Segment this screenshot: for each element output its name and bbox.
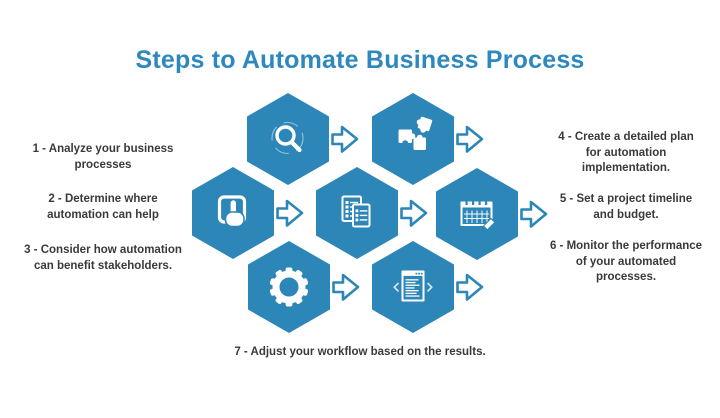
step-5-line-1: 5 - Set a project timeline bbox=[559, 193, 693, 205]
step-1-text: 1 - Analyze your business processes bbox=[18, 142, 188, 173]
step-7-text: 7 - Adjust your workflow based on the re… bbox=[0, 345, 720, 361]
hexagon-step-3 bbox=[192, 167, 304, 259]
step-5-text: 5 - Set a project timeline and budget. bbox=[540, 192, 712, 223]
code-window-icon bbox=[393, 270, 433, 302]
calendar-icon bbox=[460, 200, 496, 231]
step-6-text: 6 - Monitor the performance of your auto… bbox=[540, 239, 712, 286]
step-2-line-2: automation can help bbox=[47, 208, 159, 221]
step-1-line-1: 1 - Analyze your business bbox=[32, 143, 174, 155]
step-1-line-2: processes bbox=[74, 158, 132, 171]
arrow-right-icon bbox=[331, 125, 359, 153]
hexagon-step-5 bbox=[436, 168, 548, 260]
hexagon-step-1 bbox=[247, 93, 359, 185]
hexagon-step-6 bbox=[248, 241, 360, 333]
hexagon-step-4 bbox=[316, 167, 428, 259]
step-3-text: 3 - Consider how automation can benefit … bbox=[18, 243, 188, 274]
step-6-line-2: of your automated bbox=[575, 255, 677, 268]
step-4-line-3: implementation. bbox=[581, 162, 671, 174]
step-5-line-2: and budget. bbox=[593, 208, 659, 221]
step-6-line-1: 6 - Monitor the performance bbox=[549, 240, 703, 252]
step-4-text: 4 - Create a detailed plan for automatio… bbox=[540, 130, 712, 177]
checklist-documents-icon bbox=[341, 195, 371, 228]
page-title: Steps to Automate Business Process bbox=[135, 46, 585, 74]
arrow-right-icon bbox=[456, 273, 484, 301]
step-4-line-1: 4 - Create a detailed plan bbox=[558, 131, 694, 143]
hexagon-step-2 bbox=[372, 93, 484, 185]
arrow-right-icon bbox=[276, 199, 304, 227]
step-2-line-1: 2 - Determine where bbox=[48, 193, 158, 205]
arrow-right-icon bbox=[332, 273, 360, 301]
step-7-line-1: 7 - Adjust your workflow based on the re… bbox=[234, 346, 486, 358]
step-2-text: 2 - Determine where automation can help bbox=[18, 192, 188, 223]
puzzle-icon bbox=[398, 116, 433, 150]
step-3-line-2: can benefit stakeholders. bbox=[33, 259, 173, 272]
step-4-line-2: for automation bbox=[585, 146, 667, 159]
arrow-right-icon bbox=[400, 199, 428, 227]
step-6-line-3: processes. bbox=[595, 271, 657, 283]
hexagon-shape bbox=[248, 241, 330, 333]
step-3-line-1: 3 - Consider how automation bbox=[24, 244, 182, 256]
tap-icon bbox=[217, 195, 247, 228]
arrow-right-icon bbox=[520, 200, 548, 228]
hexagon-step-7 bbox=[372, 241, 484, 333]
search-icon bbox=[271, 121, 304, 155]
hexagon-shape bbox=[247, 93, 329, 185]
arrow-right-icon bbox=[456, 125, 484, 153]
gear-icon bbox=[269, 267, 309, 307]
